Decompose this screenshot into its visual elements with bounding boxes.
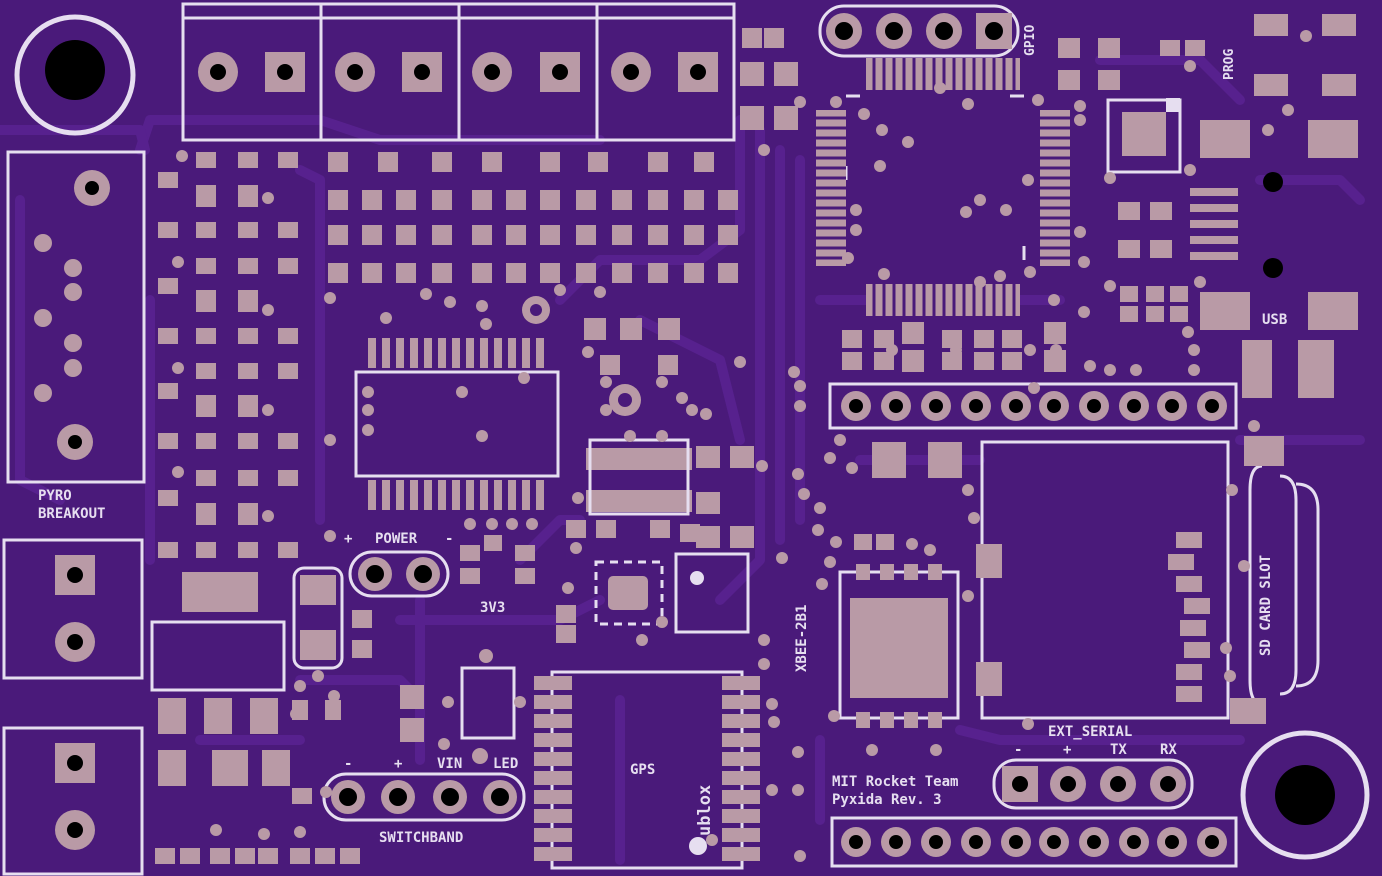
switchband-label: SWITCHBAND (379, 830, 463, 846)
pyro-breakout-connector (6, 150, 146, 484)
ext-serial-tx-label: TX (1110, 742, 1127, 758)
ext-serial-label: EXT_SERIAL (1048, 724, 1132, 740)
power-header (348, 550, 450, 598)
mounting-hole-top-left (14, 14, 136, 136)
mcu-tqfp (816, 58, 1070, 316)
power-label: POWER (375, 531, 418, 547)
switchband-vin-label: VIN (437, 756, 462, 772)
terminal-block-left-2 (2, 726, 144, 876)
gps-label: GPS (630, 762, 655, 778)
usb-connector (1190, 120, 1358, 330)
terminal-block-left-1 (2, 538, 144, 680)
power-minus-label: - (445, 531, 453, 547)
mounting-hole-bottom-right (1240, 730, 1370, 860)
ext-serial-header (992, 758, 1194, 810)
gpio-label: GPIO (1023, 25, 1038, 56)
switchband-led-label: LED (493, 756, 518, 772)
pin1-marker-dot (690, 571, 704, 585)
qfn-chip (594, 560, 664, 626)
3v3-label: 3V3 (480, 600, 505, 616)
gpio-header (818, 4, 1020, 58)
pyro-label-line2: BREAKOUT (38, 506, 105, 522)
ext-serial-rx-label: RX (1160, 742, 1177, 758)
vias (172, 30, 1312, 862)
credit-line-2: Pyxida Rev. 3 (832, 792, 942, 808)
sd-card-slot (976, 436, 1320, 724)
smd-pad-field-right (842, 14, 1356, 550)
xbee-label: XBEE-2B1 (794, 605, 810, 672)
ublox-label: ublox (695, 785, 715, 836)
switchband-plus-label: + (394, 756, 402, 772)
credit-line-1: MIT Rocket Team (832, 774, 958, 790)
soic-chip (354, 338, 560, 510)
ext-serial-plus-label: + (1063, 742, 1071, 758)
prog-label: PROG (1222, 49, 1237, 80)
xbee-header-top (828, 382, 1238, 430)
center-small-parts (556, 318, 754, 643)
pyro-label-line1: PYRO (38, 488, 72, 504)
switchband-header (322, 772, 526, 822)
sd-card-label: SD CARD SLOT (1258, 555, 1274, 656)
smd-pad-field-center-top (328, 28, 798, 283)
usb-label: USB (1262, 312, 1287, 328)
large-ic (838, 564, 960, 728)
terminal-block-top (181, 2, 736, 142)
gps-module (534, 670, 760, 870)
switchband-minus-label: - (344, 756, 352, 772)
sensor-qfn (1106, 98, 1182, 174)
power-plus-label: + (344, 531, 352, 547)
inductor-outline (150, 566, 516, 740)
ext-serial-minus-label: - (1014, 742, 1022, 758)
center-outlines (588, 438, 750, 634)
regulator-area (155, 535, 535, 864)
smd-pad-field-left (158, 152, 298, 558)
xbee-header-bottom (830, 816, 1238, 868)
